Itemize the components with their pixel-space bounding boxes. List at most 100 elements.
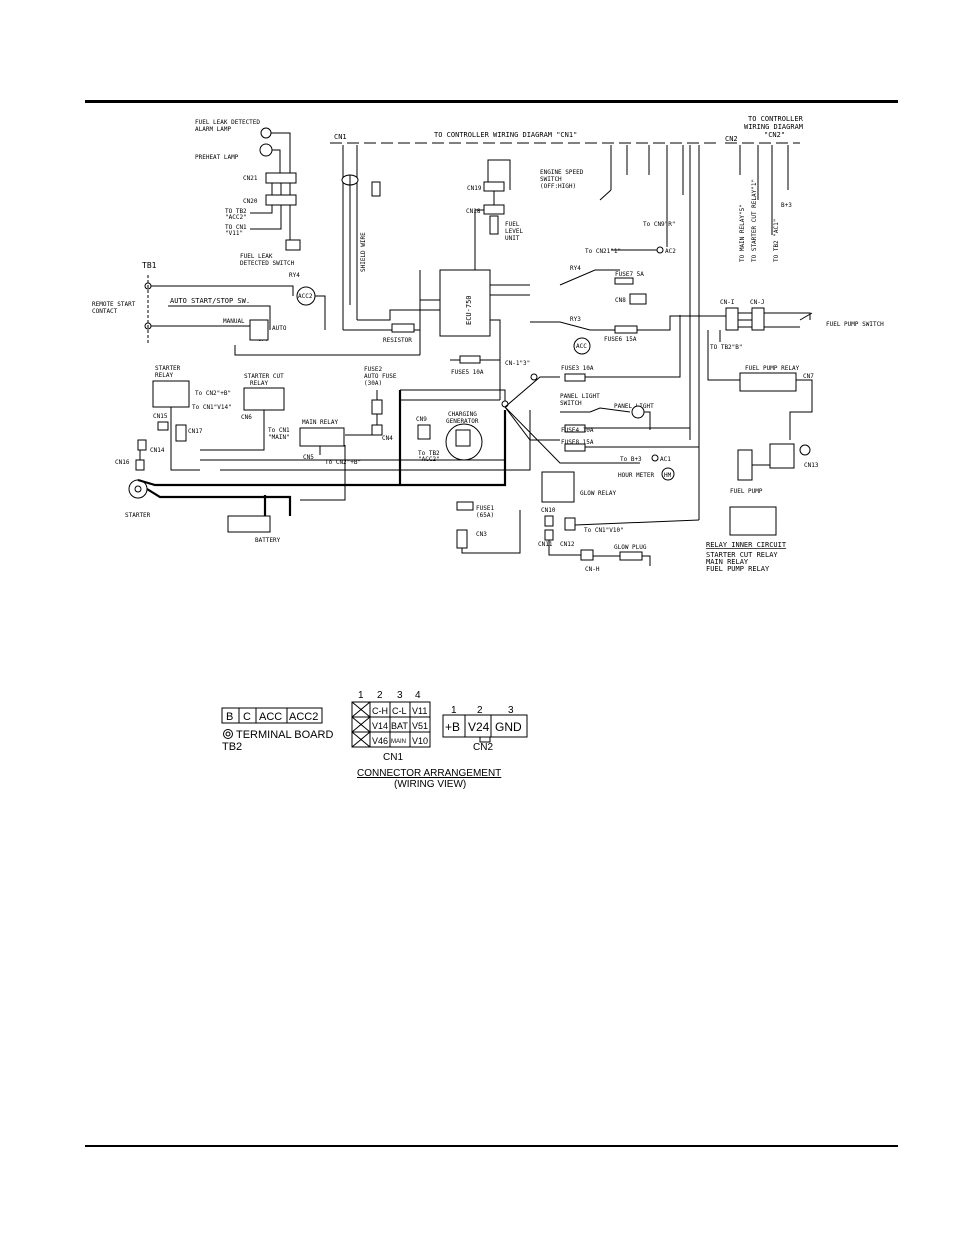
lamp-cluster: FUEL LEAK DETECTED ALARM LAMP PREHEAT LA… [195,119,301,267]
connector-caption-line1: CONNECTOR ARRANGEMENT [357,768,501,779]
cn12-label: CN12 [560,541,575,548]
panel-light-icon [631,405,645,419]
to-cn2-b-label: To CN2"+B" [195,390,231,397]
cn1-r3c3: MAIN [391,739,406,745]
engine-speed-label-2: SWITCH [540,176,562,183]
starter-cut-relay-icon [243,387,285,411]
fuse6-icon [614,325,638,334]
battery-label: BATTERY [255,537,281,544]
cn10-label: CN10 [541,507,556,514]
panel-light-switch-label-2: SWITCH [560,400,582,407]
cn1-connector-label: CN1 [383,752,403,763]
tb2-cell-c: C [243,711,251,723]
fuel-leak-switch-label-1: FUEL LEAK [240,253,273,260]
cn6-label: CN6 [241,414,252,421]
fuse7-icon [614,277,634,285]
to-main-relay-5-label: TO MAIN RELAY"5" [739,204,746,262]
relay-list-1: STARTER CUT RELAY [706,551,778,559]
cn-j-connector [751,307,765,331]
alarm-lamp-icon [260,127,272,139]
relay-inner-circuit: RELAY INNER CIRCUIT STARTER CUT RELAY MA… [706,506,787,573]
to-cn1-v14-label: To CN1"V14" [192,404,232,411]
main-relay-label: MAIN RELAY [302,419,339,426]
cn1-r1c4: V11 [412,706,427,716]
glow-relay-icon [541,471,575,503]
acc2-label: ACC2 [298,293,313,300]
to-tb2-acc2-label-1: TO TB2 [225,208,247,215]
ry3-label: RY3 [570,316,581,323]
fuel-level-unit-icon [489,215,499,235]
starter-relay-label-1: STARTER [155,365,181,372]
panel-light-label: PANEL LIGHT [614,403,654,410]
fuse8-label: FUSE8 15A [561,439,594,446]
acc-relay-icon [573,337,591,355]
to-cn1-v11-label-2: "V11" [225,230,243,237]
fuel-pump-connector [769,443,795,469]
battery-icon [227,515,271,533]
to-controller-cn1: TO CONTROLLER WIRING DIAGRAM "CN1" [434,131,577,139]
relay-inner-circuit-label: RELAY INNER CIRCUIT [706,541,787,549]
fuel-pump-relay-label: FUEL PUMP RELAY [745,365,800,372]
cn1-connector-diagram: 1 2 3 4 C-H C-L V11 V14 BAT V51 V46 MAIN… [351,690,431,763]
cn11-connector [544,529,554,541]
resistor-label: RESISTOR [383,337,412,344]
cn20-label: CN20 [243,198,258,205]
cn7-label: CN7 [803,373,814,380]
fuse1-label-1: FUSE1 [476,505,494,512]
fuse5-icon [459,355,481,364]
charging-gen-label-2: GENERATOR [446,418,479,425]
b-node [501,400,509,408]
engine-speed-label-1: ENGINE SPEED [540,169,584,176]
c-node [530,373,538,381]
cn1-body [351,701,431,748]
tb2-cell-acc: ACC [259,711,282,723]
cn-h-label: CN-H [585,566,600,573]
terminal-board-title: TERMINAL BOARD [236,729,333,741]
cn-i-connector [725,307,739,331]
hour-meter-label: HOUR METER [618,472,655,479]
fuel-level-section: CN19 CN18 FUEL LEVEL UNIT [466,159,523,270]
to-tb2-ac1-label: TO TB2 "AC1" [773,219,780,262]
cn18-label: CN18 [466,208,481,215]
fuse1-label-2: (65A) [476,512,494,519]
cn8-connector [629,293,647,305]
fuse-outputs: FUSE3 10A PANEL LIGHT SWITCH PANEL LIGHT… [560,315,699,481]
cn1-v3-label: CN-1"3" [505,360,530,367]
ecu-module [439,269,491,337]
engine-speed-label-3: (OFF:HIGH) [540,183,576,190]
to-cn1-main-label-1: To CN1 [268,427,290,434]
b3-label: B+3 [781,202,792,209]
cn10-connector [544,515,554,527]
terminal-board-strip [221,707,323,724]
charging-gen-label-1: CHARGING [448,411,477,418]
cn12-connector [564,517,576,531]
cn19-label: CN19 [467,185,482,192]
fuse5-label: FUSE5 10A [451,369,484,376]
glow-plug-icon [619,551,643,561]
main-relay-icon [299,427,345,447]
glow-section: GLOW RELAY FUSE1 (65A) CN3 CN10 CN11 CN1… [456,471,700,573]
cn2-connector-label: CN2 [473,742,493,753]
cn19-connector [483,181,505,192]
to-b3-label: To B+3 [620,456,642,463]
cn13-label: CN13 [804,462,819,469]
cn14-connector [137,439,147,451]
connector-caption: CONNECTOR ARRANGEMENT (WIRING VIEW) [357,768,501,790]
main-relay-section: MAIN RELAY To CN1 "MAIN" CN5 To CN2"+B" [268,419,361,466]
to-cn1-v11-label-1: TO CN1 [225,224,247,231]
relay-inner-circuit-icon [729,506,777,536]
cn3-connector [456,529,468,549]
charging-section: FUSE5 10A CN-1"3" CHARGING GENERATOR CN9… [400,355,640,464]
ac2-label: AC2 [665,248,676,255]
preheat-lamp-label: PREHEAT LAMP [195,154,239,161]
cn17-label: CN17 [188,428,203,435]
fuse6-label: FUSE6 15A [604,336,637,343]
shield-wire-label: SHIELD WIRE [360,232,367,272]
ac2-terminal [656,246,664,254]
to-tb2-acc2-label-2: "ACC2" [225,214,247,221]
starter-cut-relay-label-1: STARTER CUT [244,373,284,380]
relay-list-2: MAIN RELAY [706,558,749,566]
cn1-r1c2: C-H [372,706,388,716]
fuse3-label: FUSE3 10A [561,365,594,372]
fuse1-icon [456,501,474,511]
